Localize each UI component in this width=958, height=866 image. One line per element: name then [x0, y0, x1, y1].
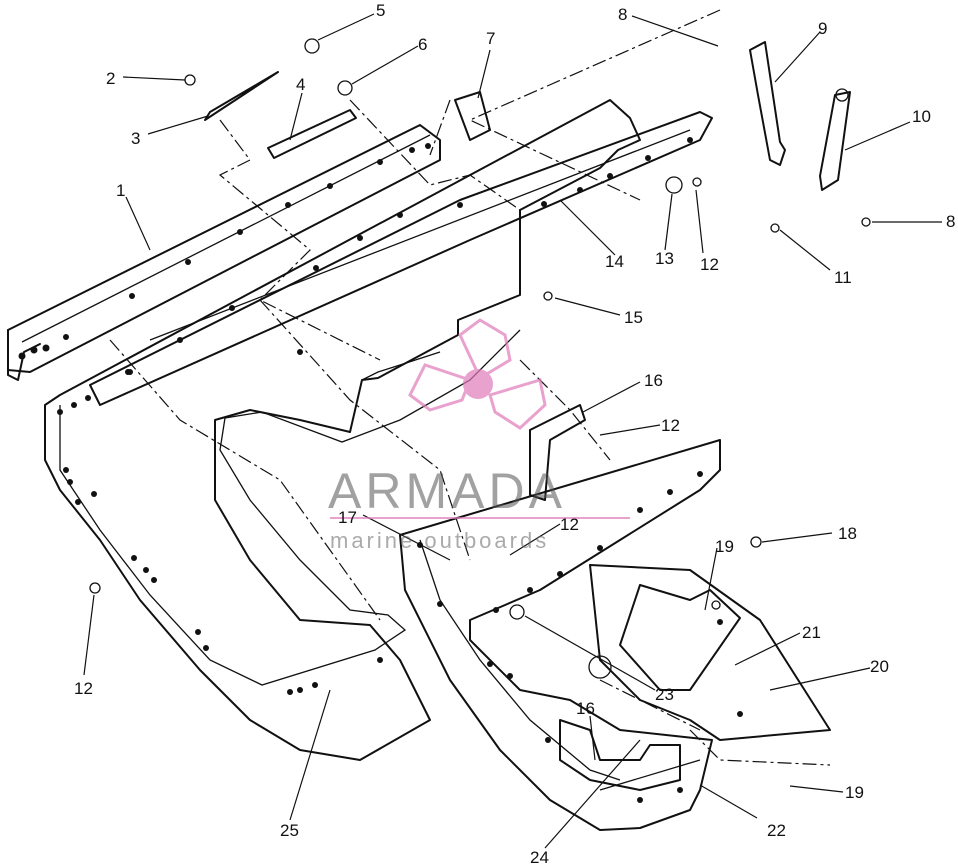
callout-21: 21 [802, 623, 821, 642]
callout-13: 13 [655, 249, 674, 268]
part-25-frame [44, 99, 641, 761]
callout-5: 5 [376, 1, 385, 20]
callout-7: 7 [486, 29, 495, 48]
part-20-plate [589, 564, 831, 741]
callout-22: 22 [767, 821, 786, 840]
leader-lines [83, 13, 942, 849]
part-22-bracket [399, 439, 721, 831]
watermark-logo [330, 318, 630, 519]
callout-12-left: 12 [74, 679, 93, 698]
part-1-rail [7, 124, 441, 381]
part-9-strap [749, 41, 786, 166]
callout-12-top: 12 [700, 255, 719, 274]
small-fasteners [89, 38, 871, 679]
callout-24: 24 [530, 848, 549, 866]
callout-16-upper: 16 [644, 371, 663, 390]
part-19-bracket [619, 584, 741, 691]
part-10-link [819, 88, 851, 191]
watermark-tagline: marine outboards [330, 528, 549, 553]
callout-23: 23 [655, 685, 674, 704]
part-16-lower [559, 719, 681, 791]
callout-12-center: 12 [560, 515, 579, 534]
callout-3: 3 [131, 129, 140, 148]
callout-4: 4 [296, 75, 305, 94]
callout-17: 17 [338, 508, 357, 527]
callout-2: 2 [106, 69, 115, 88]
callout-10: 10 [912, 107, 931, 126]
callout-6: 6 [418, 35, 427, 54]
watermark-brand: ARMADA [328, 463, 566, 519]
callout-16-lower: 16 [576, 699, 595, 718]
part-16-upper [529, 404, 586, 501]
callout-19-lower: 19 [845, 783, 864, 802]
callout-8-right: 8 [946, 212, 955, 231]
callout-11: 11 [834, 268, 852, 287]
part-14-rail [89, 111, 713, 406]
callout-14: 14 [605, 252, 624, 271]
callout-15: 15 [624, 308, 643, 327]
callout-8-top: 8 [618, 5, 627, 24]
assembly-lines [109, 9, 831, 766]
callout-20: 20 [870, 657, 889, 676]
callout-labels: 1 2 3 4 5 6 7 8 9 10 8 11 12 13 14 15 16… [74, 1, 955, 866]
callout-25: 25 [280, 821, 299, 840]
callout-9: 9 [818, 19, 827, 38]
callout-1: 1 [116, 181, 125, 200]
callout-18: 18 [838, 524, 857, 543]
callout-12-mid: 12 [661, 416, 680, 435]
callout-19-upper: 19 [715, 537, 734, 556]
